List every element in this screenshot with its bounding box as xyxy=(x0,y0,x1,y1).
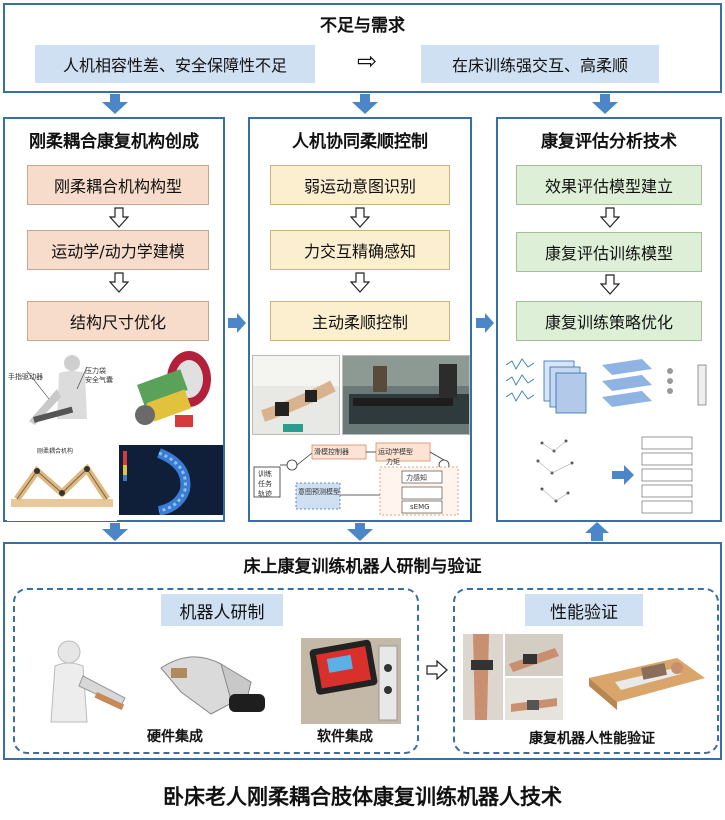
down-arrow-icon xyxy=(600,274,620,295)
mechanism-title: 刚柔耦合康复机构创成 xyxy=(29,132,199,152)
software-caption: 软件集成 xyxy=(317,729,373,745)
down-arrow-icon xyxy=(109,272,129,293)
needs-panel: 不足与需求 人机相容性差、安全保障性不足 ⇨ 在床训练强交互、高柔顺 xyxy=(3,3,722,93)
column-arrow-icon xyxy=(228,313,246,333)
evaluation-panel: 康复评估分析技术 效果评估模型建立 康复评估训练模型 康复训练策略优化 xyxy=(496,117,722,522)
top-arrows-icon xyxy=(102,94,618,114)
evaluation-step-1: 效果评估模型建立 xyxy=(516,165,702,205)
humanoid-arm-image xyxy=(29,636,141,728)
diagram-label-torque: 力矩 xyxy=(386,458,400,466)
evaluation-strategy-figure xyxy=(502,433,718,519)
diagram-label-force: 力感知 xyxy=(406,474,427,482)
evaluation-step-3: 康复训练策略优化 xyxy=(516,301,702,341)
evaluation-title: 康复评估分析技术 xyxy=(541,132,677,152)
mechanism-step-3: 结构尺寸优化 xyxy=(27,301,209,341)
performance-caption: 康复机器人性能验证 xyxy=(529,731,655,747)
leg-test-image-2 xyxy=(505,634,563,676)
bottom-arrows-icon xyxy=(102,522,609,541)
diagram-label-smc: 滑模控制器 xyxy=(314,448,349,456)
fea-simulation-figure xyxy=(119,445,223,515)
hardware-device-image xyxy=(151,638,275,724)
arm-model-figure xyxy=(7,349,115,441)
robot-dev-label: 机器人研制 xyxy=(161,594,283,626)
svg-text:刚柔耦合机构: 刚柔耦合机构 xyxy=(37,447,73,455)
mechanism-panel: 刚柔耦合康复机构创成 刚柔耦合机构构型 运动学/动力学建模 结构尺寸优化 手指驱… xyxy=(3,117,225,522)
performance-label: 性能验证 xyxy=(525,594,643,626)
control-step-2: 力交互精确感知 xyxy=(270,230,450,270)
needs-demand-box: 在床训练强交互、高柔顺 xyxy=(421,45,659,83)
control-panel: 人机协同柔顺控制 弱运动意图识别 力交互精确感知 主动柔顺控制 xyxy=(248,117,472,522)
bed-training-photo xyxy=(342,355,470,435)
down-arrow-icon xyxy=(350,207,370,228)
cnn-pipeline-figure xyxy=(502,351,718,431)
validation-title: 床上康复训练机器人研制与验证 xyxy=(243,557,482,577)
robot-dev-group xyxy=(13,588,419,754)
down-arrow-icon xyxy=(600,207,620,228)
figure-label-airbag: 安全气囊 xyxy=(85,376,113,384)
mechanism-step-2: 运动学/动力学建模 xyxy=(27,230,209,270)
evaluation-step-2: 康复评估训练模型 xyxy=(516,232,702,272)
mechanism-step-1: 刚柔耦合机构构型 xyxy=(27,165,209,205)
right-arrow-icon xyxy=(426,660,448,680)
performance-group xyxy=(453,588,719,754)
software-tablet-image xyxy=(301,638,401,724)
control-title: 人机协同柔顺控制 xyxy=(292,132,428,152)
control-step-3: 主动柔顺控制 xyxy=(270,301,450,341)
diagram-label-intent: 意图预测模型 xyxy=(298,488,340,496)
diagram-label-task: 任务 xyxy=(258,480,272,488)
figure-label-pressure-bag: 压力袋 xyxy=(85,367,106,375)
column-arrow-icon xyxy=(476,313,494,333)
leg-test-image-1 xyxy=(463,634,503,720)
hardware-caption: 硬件集成 xyxy=(147,729,203,745)
control-block-diagram xyxy=(252,437,470,519)
validation-panel: 床上康复训练机器人研制与验证 机器人研制 性能验证 硬件集成 软件集成 xyxy=(3,542,722,760)
linkage-sketch-figure: 刚柔耦合机构 xyxy=(7,441,117,521)
down-arrow-icon xyxy=(350,272,370,293)
down-arrow-icon xyxy=(109,207,129,228)
diagram-label-kin: 运动学模型 xyxy=(378,448,413,456)
cad-mechanism-figure xyxy=(117,345,221,441)
needs-heading: 不足与需求 xyxy=(320,16,405,36)
arm-sensor-photo xyxy=(252,355,340,435)
needs-problem-box: 人机相容性差、安全保障性不足 xyxy=(35,45,315,83)
diagram-label-traj: 轨迹 xyxy=(258,490,272,498)
leg-test-image-3 xyxy=(505,678,563,720)
diagram-label-semg: sEMG xyxy=(410,503,430,511)
diagram-label-train: 训练 xyxy=(258,470,272,478)
figure-label-finger-driver: 手指驱动器 xyxy=(8,373,43,381)
footer-title: 卧床老人刚柔耦合肢体康复训练机器人技术 xyxy=(163,785,562,809)
control-step-1: 弱运动意图识别 xyxy=(270,165,450,205)
right-arrow-icon: ⇨ xyxy=(357,47,378,75)
bed-robot-image xyxy=(585,638,709,720)
